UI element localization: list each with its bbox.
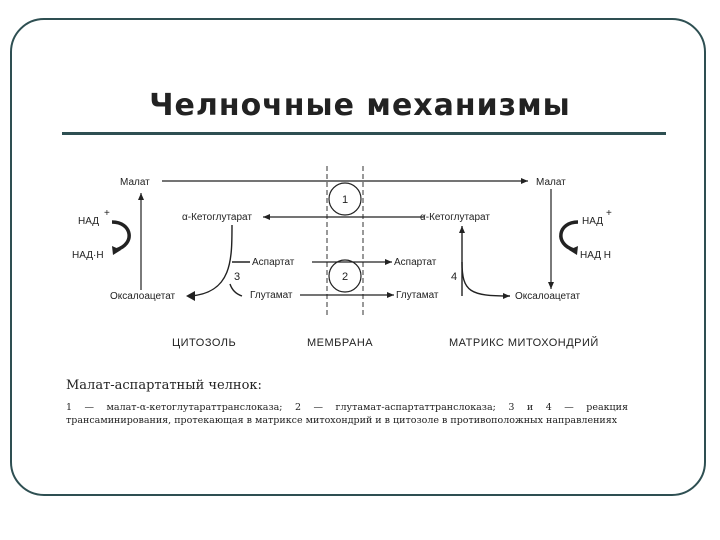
transamination-4-number: 4 — [451, 271, 457, 283]
matrix-label: МАТРИКС МИТОХОНДРИЙ — [449, 336, 599, 349]
glutamate-left-label: Глутамат — [250, 290, 293, 301]
membrane-label: МЕМБРАНА — [307, 337, 373, 349]
nad-plus-right-sign: + — [606, 208, 612, 219]
nad-plus-left-label: НАД — [78, 216, 99, 227]
transamination-3-number: 3 — [234, 271, 240, 283]
transporter-2-number: 2 — [342, 271, 348, 283]
slide-title: Челночные механизмы — [149, 88, 571, 123]
nad-curve-right-arrowhead — [569, 246, 578, 255]
nadh-right-label: НАД Н — [580, 250, 611, 261]
akg-left-label: α-Кетоглутарат — [182, 212, 252, 223]
nad-plus-left-sign: + — [104, 208, 110, 219]
slide-frame — [10, 18, 706, 496]
oxaloacetate-right-label: Оксалоацетат — [515, 291, 581, 302]
malate-left-label: Малат — [120, 177, 150, 188]
transamination-3-curve — [189, 224, 233, 297]
transporter-1-number: 1 — [342, 194, 348, 206]
nad-curve-right — [559, 220, 579, 252]
transamination-4-curve-b — [461, 261, 511, 299]
nad-curve-left-arrowhead — [112, 246, 121, 255]
oxaloacetate-left-label: Оксалоацетат — [110, 291, 176, 302]
transamination-3-curve-c — [229, 283, 243, 297]
aspartate-right-label: Аспартат — [394, 257, 437, 268]
cytosol-label: ЦИТОЗОЛЬ — [172, 337, 236, 349]
nad-plus-right-label: НАД — [582, 216, 603, 227]
malate-right-label: Малат — [536, 177, 566, 188]
caption-body: 1 — малат-α-кетоглутараттранслоказа; 2 —… — [66, 402, 628, 426]
aspartate-left-label: Аспартат — [252, 257, 295, 268]
title-underline — [62, 132, 666, 135]
nad-curve-left — [111, 220, 131, 252]
caption-heading: Малат-аспартатный челнок: — [66, 378, 262, 393]
akg-right-label: α-Кетоглутарат — [420, 212, 490, 223]
transporter-1-circle — [328, 182, 362, 216]
nadh-left-label: НАД·Н — [72, 250, 104, 261]
glutamate-right-label: Глутамат — [396, 290, 439, 301]
transporter-2-circle — [328, 259, 362, 293]
transamination-3-arrowhead — [186, 291, 195, 301]
